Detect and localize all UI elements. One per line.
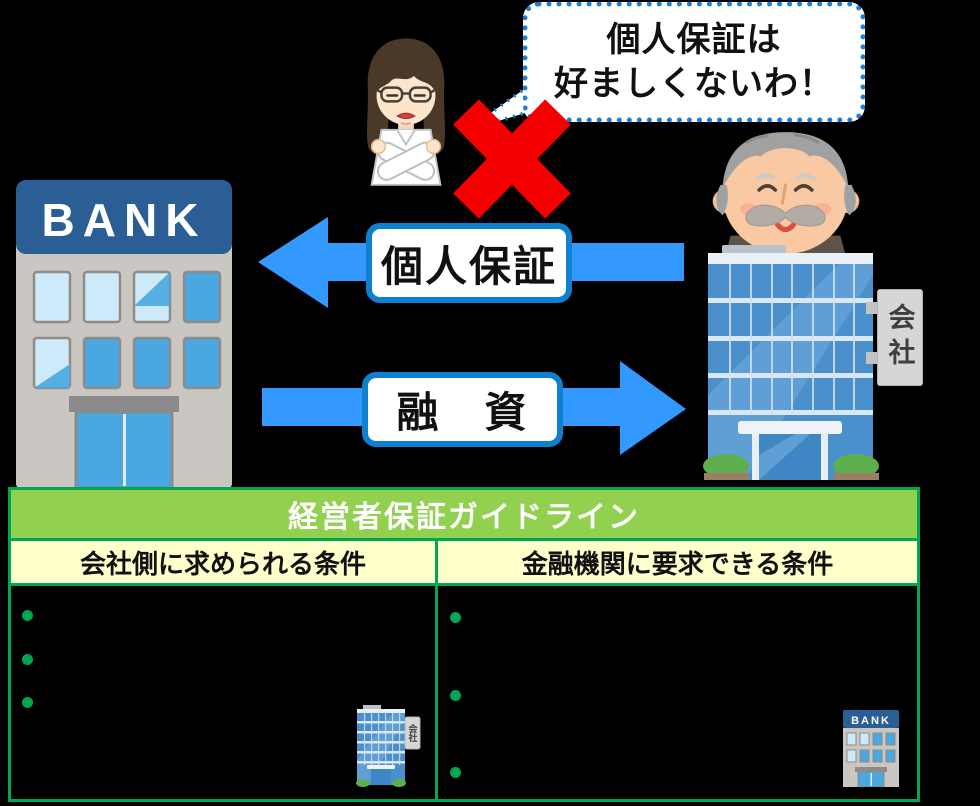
sign-bracket <box>866 352 878 364</box>
column-header-company: 会社側に求められる条件 <box>11 541 435 583</box>
table-body-row: 会社 BANK <box>11 586 917 799</box>
table-cell-company-conditions: 会社 <box>11 586 435 799</box>
company-sign-small: 会社 <box>407 724 418 742</box>
guideline-table: 経営者保証ガイドライン 会社側に求められる条件 金融機関に要求できる条件 <box>8 487 920 802</box>
bank-officer-figure <box>367 38 445 186</box>
glasses-icon <box>375 86 437 103</box>
window-grid <box>729 264 855 415</box>
column-header-bank: 金融機関に要求できる条件 <box>438 541 917 583</box>
company-president-figure <box>712 132 860 258</box>
bullet-dot <box>22 697 33 708</box>
sign-bracket <box>866 302 878 314</box>
mustache <box>745 204 826 227</box>
loan-label: 融 資 <box>362 372 563 447</box>
bullet-dot <box>450 612 461 623</box>
table-header-row: 会社側に求められる条件 金融機関に要求できる条件 <box>11 541 917 583</box>
floor-bands <box>708 298 873 415</box>
bank-building: BANK <box>16 180 232 488</box>
bank-building-small: BANK <box>843 710 899 787</box>
reject-cross-icon <box>453 99 571 219</box>
speech-line-2: 好ましくないわ！ <box>554 65 834 103</box>
bullet-dot <box>450 767 461 778</box>
company-sign: 会社 <box>877 289 923 386</box>
speech-line-1: 個人保証は <box>606 20 782 59</box>
table-title: 経営者保証ガイドライン <box>11 490 917 538</box>
bank-windows <box>32 270 222 390</box>
bank-sign-label-small: BANK <box>851 715 891 727</box>
guarantee-label: 個人保証 <box>366 223 572 303</box>
company-building <box>703 245 879 480</box>
company-building-small <box>356 705 421 787</box>
bullet-dot <box>450 690 461 701</box>
bank-sign-label: BANK <box>42 194 207 246</box>
bullet-dot <box>22 610 33 621</box>
speech-bubble: 個人保証は 好ましくないわ！ <box>523 2 865 122</box>
bullet-dot <box>22 654 33 665</box>
table-cell-bank-conditions: BANK <box>438 586 917 799</box>
